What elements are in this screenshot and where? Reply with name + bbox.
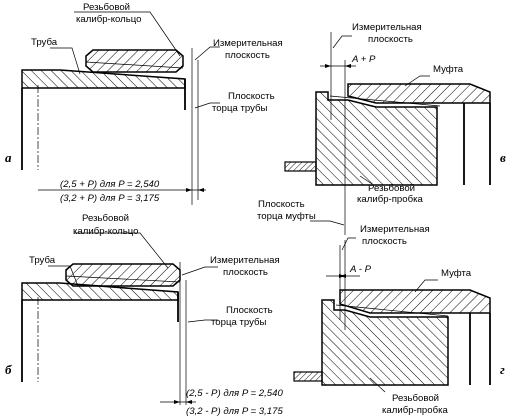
panel-label-b: б <box>5 362 12 377</box>
dim-label-b-1: (2,5 - P) для P = 2,540 <box>186 388 283 399</box>
coupling-end-label-2: торца муфты <box>257 211 316 222</box>
end-label-b-2: торца трубы <box>211 317 266 328</box>
panel-g: Измерительная плоскость A - P Муфта Резь… <box>293 224 505 416</box>
dim-label-b-2: (3,2 - P) для P = 3,175 <box>186 406 283 417</box>
measure-label-g-2: плоскость <box>362 236 407 247</box>
plug-label-v-1: Резьбовой <box>368 183 415 194</box>
measure-label-v-1: Измерительная <box>352 22 422 33</box>
measure-label-g-1: Измерительная <box>360 224 430 235</box>
ring-gauge-a <box>85 49 184 73</box>
panel-label-v: в <box>500 150 506 165</box>
end-label-a-1: Плоскость <box>228 91 275 102</box>
plug-label-g-1: Резьбовой <box>392 393 439 404</box>
ring-label-a-2: калибр-кольцо <box>76 14 141 25</box>
ring-label-b-1: Резьбовой <box>82 213 129 224</box>
panel-label-a: а <box>5 150 12 165</box>
panel-b: Резьбовой калибр-кольцо Труба Измеритель… <box>5 213 283 417</box>
pipe-label-b: Труба <box>29 255 56 266</box>
measure-label-v-2: плоскость <box>368 34 413 45</box>
end-label-b-1: Плоскость <box>226 305 273 316</box>
coupling-v <box>347 83 491 104</box>
panel-v: Измерительная плоскость A + P Муфта Резь… <box>284 22 506 235</box>
measure-label-a-2: плоскость <box>225 50 270 61</box>
coupling-end-label-1: Плоскость <box>258 199 305 210</box>
end-label-a-2: торца трубы <box>212 103 267 114</box>
plug-handle-g <box>293 371 323 382</box>
ring-label-a-1: Резьбовой <box>83 2 130 13</box>
dim-label-v: A + P <box>351 54 376 65</box>
plug-gauge-v <box>315 91 438 186</box>
measure-label-b-2: плоскость <box>223 267 268 278</box>
dim-label-a-2: (3,2 + P) для P = 3,175 <box>60 193 160 204</box>
plug-label-v-2: калибр-пробка <box>357 194 423 205</box>
plug-label-g-2: калибр-пробка <box>382 405 448 416</box>
ring-label-b-2: калибр-кольцо <box>73 226 138 237</box>
plug-gauge-g <box>321 299 449 386</box>
ring-gauge-b <box>65 263 181 287</box>
coupling-label-v: Муфта <box>433 64 464 75</box>
plug-handle-v <box>284 161 317 172</box>
measure-label-a-1: Измерительная <box>213 38 283 49</box>
panel-a: Резьбовой калибр-кольцо Труба Измеритель… <box>5 2 283 205</box>
dim-label-a-1: (2,5 + P) для P = 2,540 <box>60 179 160 190</box>
measure-label-b-1: Измерительная <box>210 255 280 266</box>
coupling-label-g: Муфта <box>441 268 472 279</box>
dim-label-g: A - P <box>349 264 372 275</box>
pipe-label-a: Труба <box>31 37 58 48</box>
coupling-g <box>339 289 491 314</box>
panel-label-g: г <box>500 362 505 377</box>
